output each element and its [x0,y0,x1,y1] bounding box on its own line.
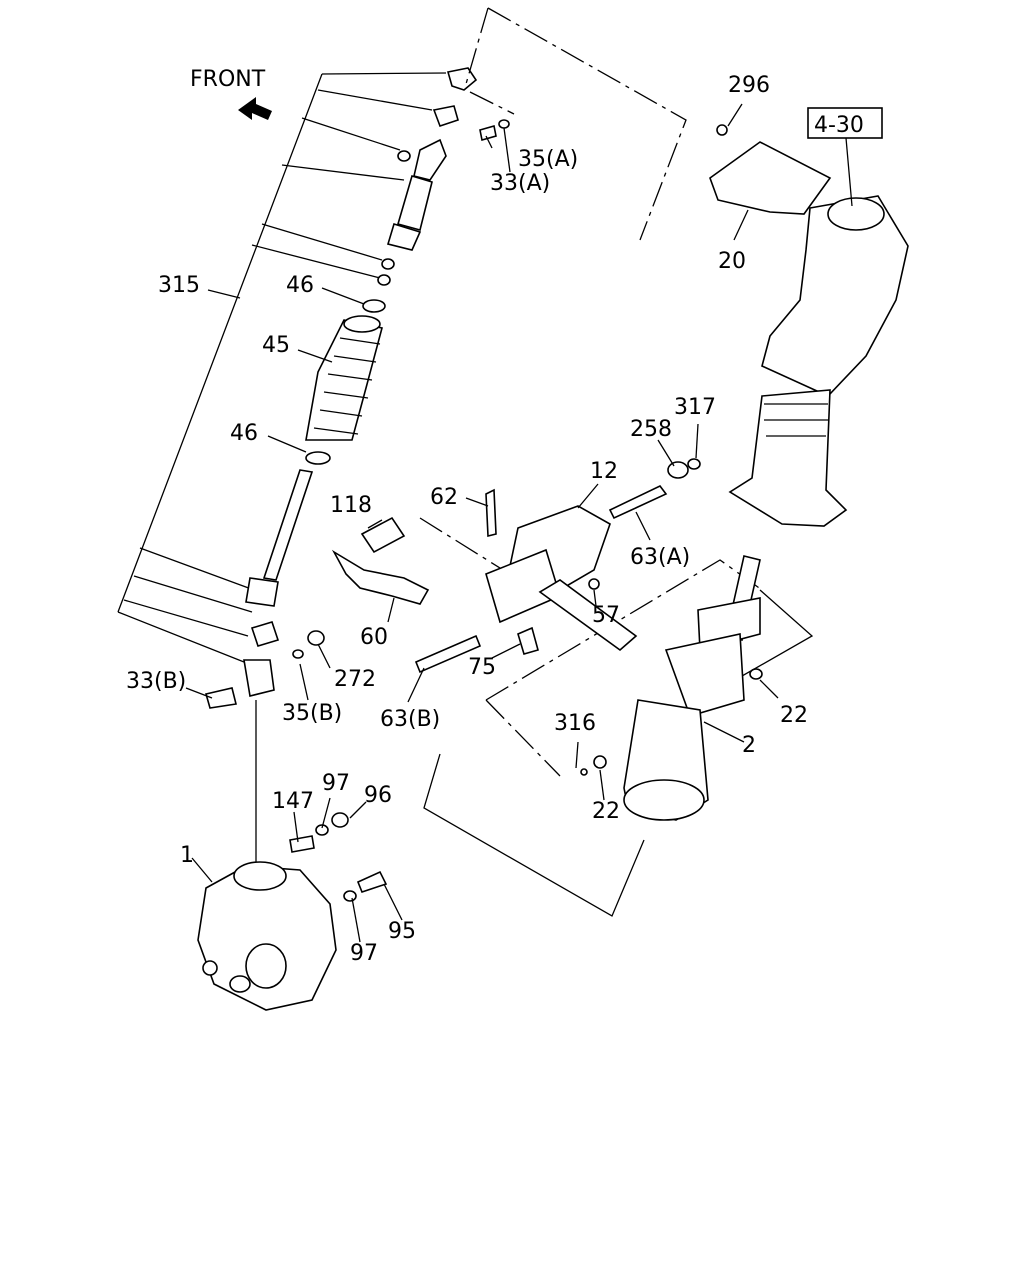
callout-35a: 35(A) [518,147,578,172]
front-arrow-icon [238,97,272,120]
callout-45: 45 [262,333,290,358]
callout-147: 147 [272,789,314,814]
upper-joint-parts [362,67,510,313]
callout-317: 317 [674,395,716,420]
front-label: FRONT [190,67,266,92]
column-bracket [414,458,701,674]
callout-97-upper: 97 [322,771,350,796]
callout-33a: 33(A) [490,171,550,196]
ref-box-label: 4-30 [814,113,864,138]
callout-315: 315 [158,273,200,298]
reference-box: 4-30 [807,107,883,207]
callout-35b: 35(B) [282,701,342,726]
intermediate-shaft [204,469,325,709]
callout-22-right: 22 [780,703,808,728]
callout-118: 118 [330,493,372,518]
callout-57: 57 [592,603,620,628]
steering-column [580,555,763,821]
lever-parts [331,516,430,605]
front-indicator: FRONT [190,67,272,120]
callout-258: 258 [630,417,672,442]
callout-2: 2 [742,733,756,758]
callout-63b: 63(B) [380,707,440,732]
callout-95: 95 [388,919,416,944]
dust-boot [305,315,383,465]
callout-12: 12 [590,459,618,484]
callout-296: 296 [728,73,770,98]
callout-97-lower: 97 [350,941,378,966]
callout-272: 272 [334,667,376,692]
callout-22-bottom: 22 [592,799,620,824]
callout-labels: 296 35(A) 33(A) 20 315 46 45 46 317 258 … [126,73,808,966]
callout-46-lower: 46 [230,421,258,446]
callout-60: 60 [360,625,388,650]
shaft-group-bracket [117,72,447,663]
callout-316: 316 [554,711,596,736]
callout-33b: 33(B) [126,669,186,694]
leader-lines [185,103,779,943]
callout-75: 75 [468,655,496,680]
callout-96: 96 [364,783,392,808]
callout-62: 62 [430,485,458,510]
callout-46-upper: 46 [286,273,314,298]
callout-20: 20 [718,249,746,274]
callout-63a: 63(A) [630,545,690,570]
steering-gearbox [197,812,388,1011]
column-cover [709,124,909,527]
callout-1: 1 [180,843,194,868]
